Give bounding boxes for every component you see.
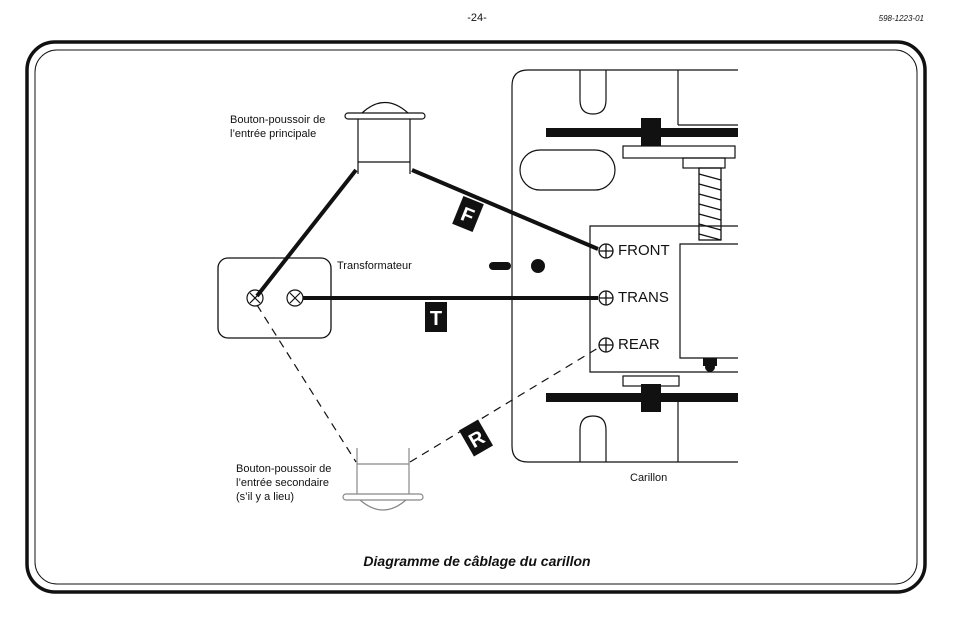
wire-transformer-to-main-button (255, 168, 358, 298)
chime-housing (511, 69, 738, 463)
secondary-button-label: Bouton-poussoir de l’entrée secondaire (… (236, 463, 332, 503)
wire-tag-t-text: T (430, 308, 442, 330)
wire-tag-r: R (458, 419, 494, 457)
chime-plunger-bottom (546, 375, 738, 412)
secondary-push-button (342, 448, 424, 511)
terminal-screw-front (598, 243, 614, 259)
wire-tag-t: T (425, 302, 447, 332)
terminal-front-label: FRONT (618, 242, 670, 259)
main-push-button (344, 101, 426, 174)
mount-slot (489, 262, 511, 270)
chime-label: Carillon (630, 472, 668, 484)
terminal-rear-label: REAR (618, 336, 660, 353)
wire-rear-dashed (409, 347, 599, 463)
wire-tag-f: F (452, 195, 484, 233)
transformer-screw-right (286, 289, 304, 307)
document-code: 598-1223-01 (878, 14, 924, 23)
diagram-caption: Diagramme de câblage du carillon (363, 553, 591, 569)
main-button-label: Bouton-poussoir de l’entrée principale (230, 114, 326, 140)
terminal-screw-trans (598, 290, 614, 306)
inner-frame (34, 49, 918, 585)
page-number: -24- (467, 12, 487, 24)
mount-hole (531, 259, 545, 273)
wire-front (411, 168, 599, 251)
outer-frame (25, 40, 927, 594)
terminal-screw-rear (598, 337, 614, 353)
terminal-trans-label: TRANS (618, 289, 669, 306)
chime-spring (698, 167, 722, 241)
transformer-label: Transformateur (337, 260, 412, 272)
wire-secondary-dashed (256, 304, 357, 463)
